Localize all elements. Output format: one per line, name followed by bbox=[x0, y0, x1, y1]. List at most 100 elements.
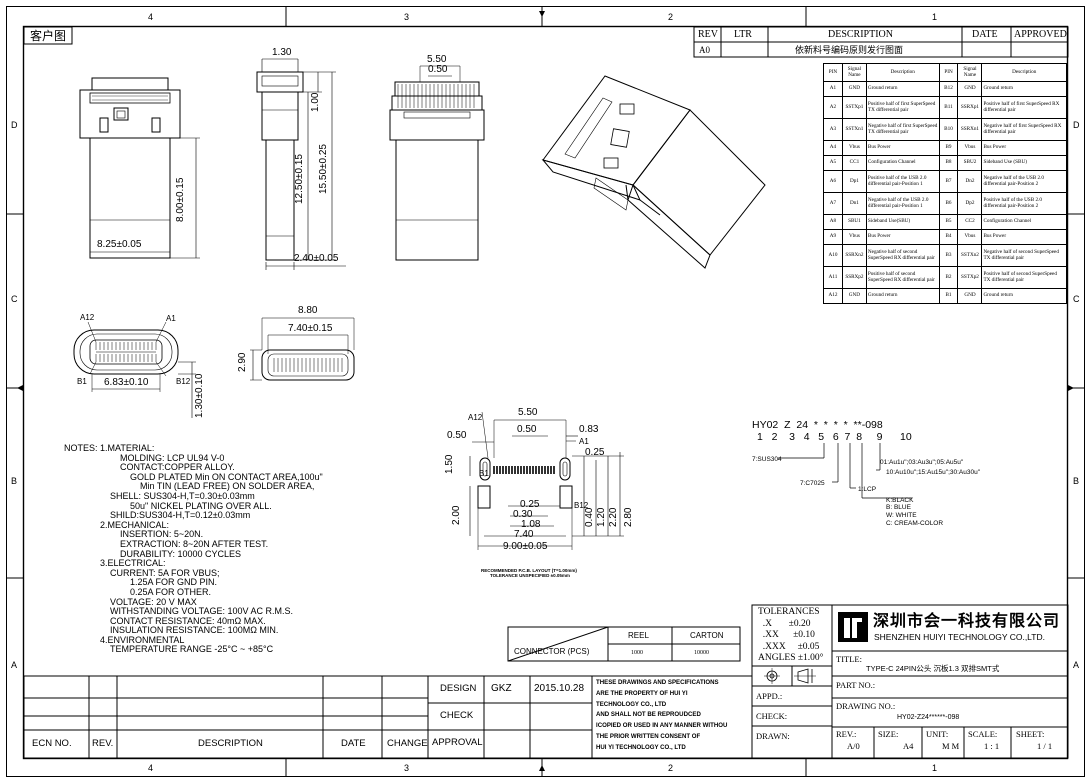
pin-table-cell: Negative half of first SuperSpeed TX dif… bbox=[865, 118, 940, 141]
ecn-grid bbox=[23, 675, 753, 759]
pin-table-cell: SSRXn2 bbox=[841, 244, 867, 267]
pin-table-cell: B5 bbox=[938, 214, 959, 230]
tolerance-line: .XX ±0.10 bbox=[758, 630, 815, 641]
pin-table-cell: SSRXp1 bbox=[957, 96, 983, 119]
pin-table-cell: Dn1 bbox=[841, 192, 867, 215]
note-line: MOLDING: LCP UL94 V-0 bbox=[120, 452, 225, 463]
disclaimer-line: ICOPIED OR USED IN ANY MANNER WITHOU bbox=[596, 722, 728, 730]
part-opt-8-title: K:BLACK bbox=[886, 497, 914, 504]
note-line: 50u" NICKEL PLATING OVER ALL. bbox=[130, 500, 272, 511]
pin-table-cell: Vbus bbox=[841, 140, 867, 156]
pin-table-cell: Negative half of the USB 2.0 differentia… bbox=[981, 170, 1067, 193]
pin-table-cell: A12 bbox=[823, 288, 843, 304]
note-line: 3.ELECTRICAL: bbox=[100, 558, 166, 569]
pin-table-cell: Dp1 bbox=[841, 170, 867, 193]
pin-table-cell: Ground return bbox=[981, 288, 1067, 304]
pin-table-cell: B2 bbox=[938, 266, 959, 289]
pin-table-cell: A3 bbox=[823, 118, 843, 141]
zone-bottom-3: 3 bbox=[404, 763, 410, 773]
zone-right-b: B bbox=[1073, 476, 1080, 486]
ltr-header: LTR bbox=[734, 29, 752, 40]
note-line: SHELL: SUS304-H,T=0.30±0.03mm bbox=[110, 490, 255, 501]
part-opt-9-a: 01:Au1u";03:Au3u";05:Au5u" bbox=[880, 459, 964, 466]
zone-right-c: C bbox=[1073, 294, 1080, 304]
dim-side-1: 1.00 bbox=[310, 92, 321, 112]
pin-table-cell: Ground return bbox=[865, 81, 940, 97]
tolerance-line: .XXX ±0.05 bbox=[758, 641, 820, 652]
pin-table-cell: B3 bbox=[938, 244, 959, 267]
tolerance-line: ANGLES ±1.00° bbox=[758, 653, 824, 664]
packing-reel-qty: 1000 bbox=[631, 650, 643, 656]
pcb-a1: A1 bbox=[579, 437, 589, 446]
note-line: 4.ENVIRONMENTAL bbox=[100, 634, 185, 645]
note-line: 2.MECHANICAL: bbox=[100, 519, 170, 530]
disclaimer-line: THE PRIOR WRITTEN CONSENT OF bbox=[596, 732, 701, 740]
dim-mid-290: 2.90 bbox=[237, 352, 248, 372]
note-line: INSERTION: 5~20N. bbox=[120, 529, 204, 540]
pin-table-cell: GND bbox=[841, 288, 867, 304]
pin-table-cell: SSTXn2 bbox=[957, 244, 983, 267]
date-header: DATE bbox=[972, 29, 998, 40]
pcb-caption-2: TOLERANCE UNSPECIFIED ±0.05mm bbox=[490, 573, 570, 578]
pin-table-cell: Vbus bbox=[841, 229, 867, 245]
pin-table-cell: A1 bbox=[823, 81, 843, 97]
pin-table-cell: Sideband Use(SBU) bbox=[865, 214, 940, 230]
zone-right-d: D bbox=[1073, 120, 1080, 130]
pin-table-cell: A5 bbox=[823, 155, 843, 171]
pin-table-cell: B6 bbox=[938, 192, 959, 215]
approved-header: APPROVED bbox=[1014, 29, 1067, 40]
pin-table-cell: Positive half of second SuperSpeed TX di… bbox=[981, 266, 1067, 289]
part-code-positions: 1 2 3 4 5 6 7 8 9 10 bbox=[757, 431, 912, 443]
pin-table-cell: Ground return bbox=[981, 81, 1067, 97]
pcb-caption-1: RECOMMENDED P.C.B. LAYOUT (T=1.00mm) bbox=[481, 568, 577, 573]
note-line: WITHSTANDING VOLTAGE: 100V AC R.M.S. bbox=[110, 606, 294, 617]
pcb-d083: 0.83 bbox=[579, 424, 599, 435]
design-label: DESIGN bbox=[440, 683, 477, 694]
part-opt-7: 1:LCP bbox=[858, 486, 877, 493]
part-opt-6: 7:C7025 bbox=[800, 480, 825, 487]
side-view bbox=[256, 58, 346, 270]
pin-table-cell: SSTXp1 bbox=[841, 96, 867, 119]
part-code: HY02 Z 24 * * * * **-098 bbox=[752, 419, 883, 431]
part-opt-8-a: B: BLUE bbox=[886, 504, 911, 511]
pcb-b1: B1 bbox=[479, 469, 489, 478]
ecn-no-label: ECN NO. bbox=[32, 738, 72, 749]
dim-mid-740: 7.40±0.15 bbox=[288, 323, 333, 334]
pin-table-cell: Vbus bbox=[957, 140, 983, 156]
dim-side-top: 1.30 bbox=[272, 47, 292, 58]
top-view bbox=[389, 65, 485, 261]
pin-table-cell: B10 bbox=[938, 118, 959, 141]
pin-table-cell: Vbus bbox=[957, 229, 983, 245]
note-line: 1.25A FOR GND PIN. bbox=[130, 577, 218, 588]
pcb-d040: 0.40 bbox=[584, 507, 595, 527]
ecn-change-label: CHANGE bbox=[387, 738, 428, 749]
note-line: CONTACT:COPPER ALLOY. bbox=[120, 462, 235, 473]
pin-table-cell: B9 bbox=[938, 140, 959, 156]
pin-table-cell: Bus Power bbox=[981, 229, 1067, 245]
pin-table-cell: CC2 bbox=[957, 214, 983, 230]
front-view bbox=[79, 77, 200, 259]
disclaimer-line: THESE DRAWINGS AND SPECIFICATIONS bbox=[596, 679, 719, 686]
part-no-label: PART NO.: bbox=[836, 680, 876, 690]
size-label: SIZE: bbox=[878, 729, 899, 739]
drawing-no-label: DRAWING NO.: bbox=[836, 701, 896, 711]
pin-table-cell: A7 bbox=[823, 192, 843, 215]
pin-table-cell: CC1 bbox=[841, 155, 867, 171]
check-field-label: CHECK: bbox=[756, 711, 788, 721]
pin-table-cell: Negative half of the USB 2.0 differentia… bbox=[865, 192, 940, 215]
zone-right-a: A bbox=[1073, 660, 1080, 670]
pin-table-cell: Configuration Channel bbox=[865, 155, 940, 171]
pcb-d900: 9.00±0.05 bbox=[503, 541, 548, 552]
pcb-d050b: 0.50 bbox=[517, 424, 537, 435]
zone-top-4: 4 bbox=[148, 12, 154, 22]
zone-left-b: B bbox=[11, 476, 18, 486]
pin-table-cell: B11 bbox=[938, 96, 959, 119]
